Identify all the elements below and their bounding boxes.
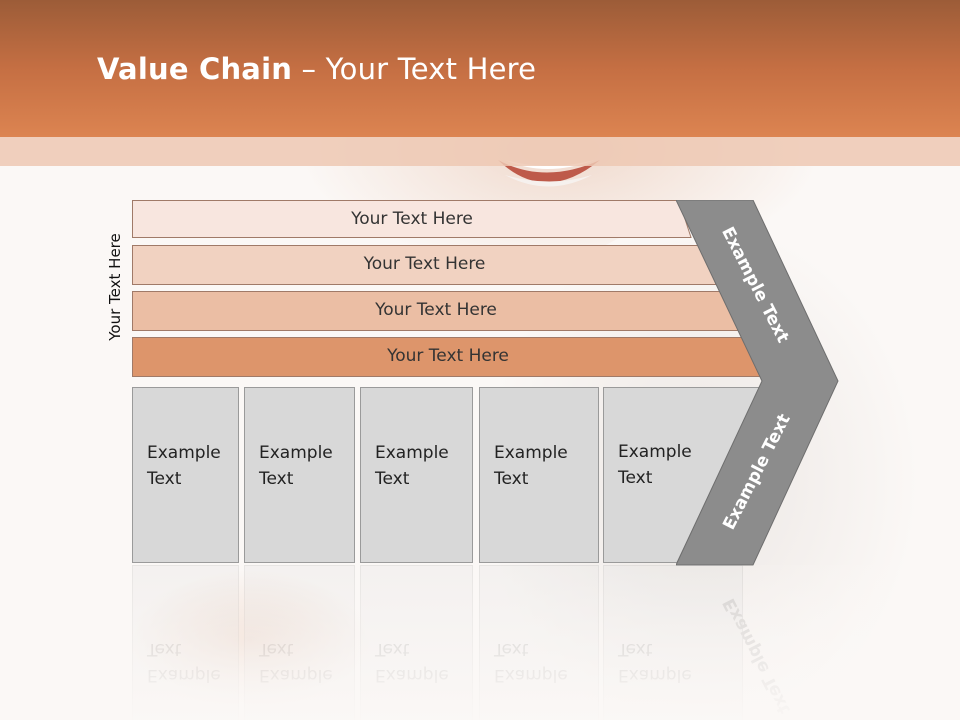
bar-4-label: Your Text Here	[387, 346, 509, 366]
box-2: Example Text	[244, 387, 355, 563]
chevron-arrow	[676, 200, 839, 566]
title-rest: – Your Text Here	[292, 52, 537, 86]
reflection-fade	[0, 565, 960, 720]
side-label: Your Text Here	[106, 233, 124, 341]
bar-2-label: Your Text Here	[363, 254, 486, 274]
box-5-text: Example Text	[618, 442, 692, 488]
bar-1-label: Your Text Here	[351, 209, 473, 229]
box-4-text: Example Text	[494, 443, 568, 489]
bar-3-label: Your Text Here	[375, 300, 497, 320]
box-1-text: Example Text	[147, 443, 221, 489]
bar-2: Your Text Here	[132, 245, 717, 285]
bar-1: Your Text Here	[132, 200, 692, 238]
bar-3: Your Text Here	[132, 291, 740, 331]
header-band	[0, 137, 960, 166]
bar-4: Your Text Here	[132, 337, 764, 377]
page-title: Value Chain – Your Text Here	[97, 52, 536, 86]
bar-1-shape	[132, 200, 692, 238]
title-bold: Value Chain	[97, 52, 293, 86]
box-1: Example Text	[132, 387, 239, 563]
box-3: Example Text	[360, 387, 473, 563]
box-4: Example Text	[479, 387, 599, 563]
header-bar	[0, 0, 960, 137]
box-3-text: Example Text	[375, 443, 449, 489]
box-2-text: Example Text	[259, 443, 333, 489]
